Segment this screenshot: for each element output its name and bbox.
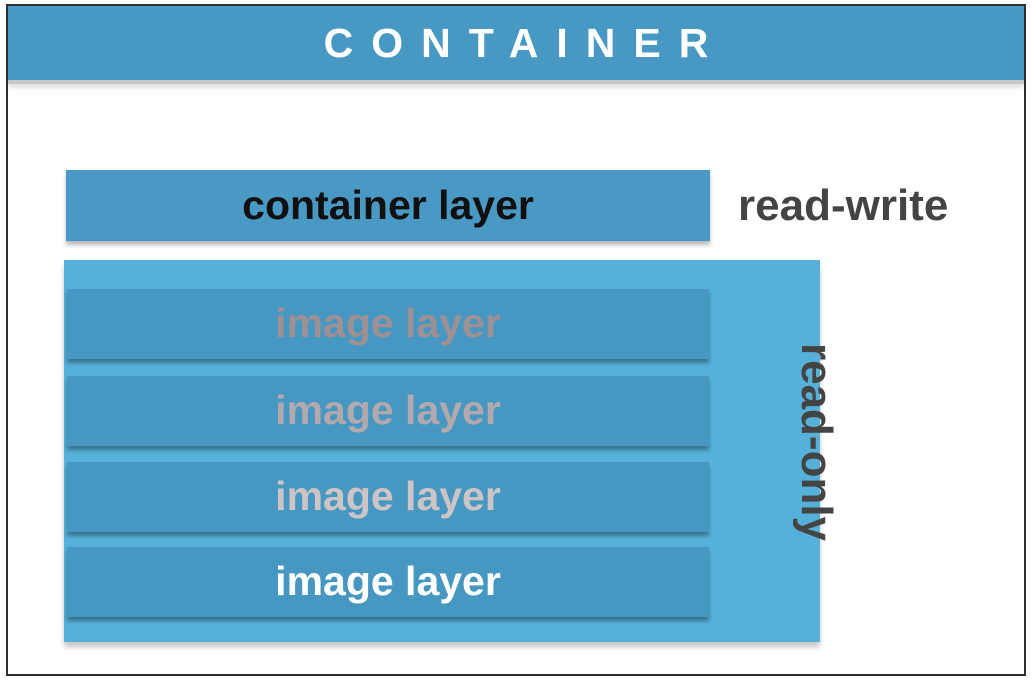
image-layer-3: image layer <box>67 462 709 532</box>
container-frame: CONTAINER container layer read-write ima… <box>6 4 1026 676</box>
read-only-block: image layer image layer image layer imag… <box>64 260 841 642</box>
container-layer-box: container layer <box>66 170 710 241</box>
image-layer-4: image layer <box>67 547 709 617</box>
image-layer-1: image layer <box>67 289 709 359</box>
read-only-label: read-only <box>792 342 841 542</box>
read-write-label: read-write <box>738 181 949 230</box>
image-layer-2: image layer <box>67 376 709 446</box>
container-header: CONTAINER <box>8 6 1024 84</box>
